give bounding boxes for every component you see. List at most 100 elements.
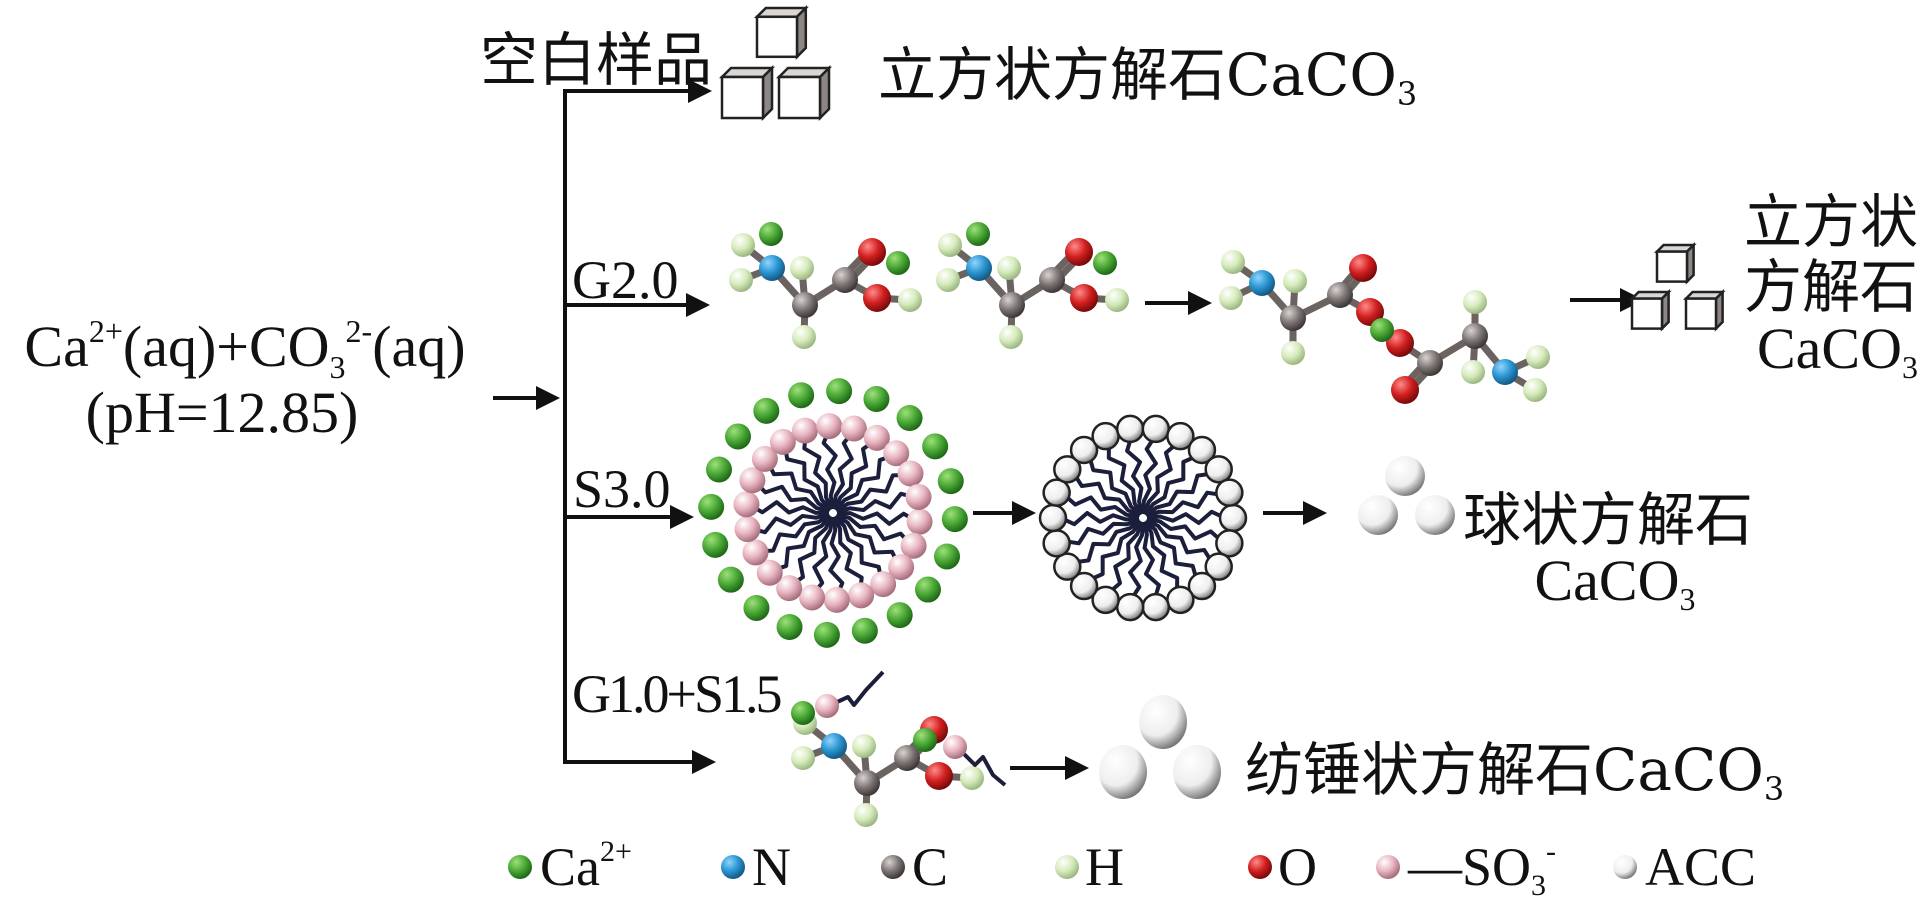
branch-label-g1s15: G1.0+S1.5: [572, 664, 780, 724]
branch-label-blank: 空白样品: [480, 26, 712, 94]
sulfonate-head: [739, 467, 766, 494]
legend-label: N: [752, 837, 791, 897]
ca-ion: [753, 397, 780, 424]
sphere: [1385, 456, 1425, 496]
ca-ion: [941, 506, 968, 533]
glycine-molecule: [936, 222, 1129, 349]
ca-ion: [851, 617, 878, 644]
surfactant-tail: [960, 750, 1007, 787]
flow-lines: [493, 79, 1644, 780]
sulfonate-head: [776, 575, 803, 602]
surfactant-tail: [1143, 454, 1198, 517]
cubic-calcite-icon: [718, 4, 833, 122]
ca-ion: [913, 728, 937, 752]
surfactant-tail: [835, 472, 908, 513]
acc-particle: [1042, 478, 1071, 507]
product-label-s3-line1: 球状方解石: [1463, 486, 1753, 554]
c-atom: [894, 745, 920, 771]
surfactant-tail: [802, 433, 834, 511]
bridged-glycine-dimer: [1219, 250, 1550, 404]
sulfonate-head: [734, 516, 761, 543]
sulfonate-head: [888, 554, 915, 581]
reactants-ph: (pH=12.85): [86, 380, 359, 445]
legend-item-h: H: [1055, 837, 1124, 897]
ca-ion: [788, 382, 815, 409]
c-atom: [832, 267, 858, 293]
surfactant-tail: [1087, 455, 1142, 517]
surfactant-tail: [1107, 521, 1144, 595]
surfactant-tail: [1125, 436, 1145, 515]
c-atom: [792, 292, 818, 318]
cube: [718, 64, 776, 122]
n-atom: [1492, 359, 1518, 385]
h-atom: [1523, 378, 1547, 402]
spindle-particle: [1099, 745, 1147, 799]
surfactant-tail: [753, 480, 830, 514]
surfactant-tail: [1146, 490, 1222, 519]
o-atom: [925, 762, 953, 790]
surfactant-tail: [1145, 471, 1213, 518]
sulfonate-head: [823, 586, 850, 613]
acc-particle: [1187, 435, 1217, 465]
legend-item-so3: —SO3-: [1376, 835, 1556, 898]
sulfonate-head: [848, 582, 875, 609]
product-label-s3-line2: CaCO3: [1535, 548, 1696, 617]
surfactant-tail: [749, 511, 830, 535]
surfactant-tail: [1073, 518, 1141, 565]
acc-particle: [1053, 455, 1082, 484]
ca-ion: [725, 423, 752, 450]
sulfonate-head: [883, 440, 910, 467]
spindle-calcite-icon: [1099, 695, 1221, 799]
acc-swatch-icon: [1613, 855, 1637, 879]
c-atom: [999, 292, 1025, 318]
sulfonate-head: [751, 445, 778, 472]
o-atom: [1386, 329, 1414, 357]
cube: [753, 4, 809, 60]
surfactant-tail: [1088, 519, 1143, 582]
ca-ion: [791, 701, 815, 725]
sulfonate-head: [943, 735, 967, 759]
sulfonate-head: [815, 694, 839, 718]
ca-ion: [914, 576, 941, 603]
legend-label: —SO3-: [1407, 835, 1556, 898]
surfactant-tail: [1128, 521, 1145, 601]
surfactant-tail: [831, 430, 855, 510]
h-atom: [790, 256, 814, 280]
surfactant-tail: [835, 513, 901, 567]
sulfonate-head: [870, 571, 897, 598]
surfactant-tail: [789, 515, 833, 588]
c-atom: [1327, 282, 1353, 308]
acc-particle: [1115, 414, 1145, 444]
legend-label: ACC: [1645, 837, 1756, 897]
surfactant-tail: [836, 491, 917, 515]
sulfonate-head: [756, 559, 783, 586]
acc-particle: [1091, 585, 1120, 615]
h-atom: [1463, 290, 1487, 314]
acc-particle: [1115, 592, 1145, 622]
ca-ion: [813, 621, 840, 648]
acc-particle: [1069, 435, 1099, 465]
surfactant-tail: [828, 516, 845, 598]
surfactant-tail: [758, 513, 831, 554]
acc-particle: [1204, 455, 1233, 484]
sulfonate-head: [799, 584, 826, 611]
h-atom: [898, 288, 922, 312]
cubic-calcite-icon-small: [1628, 241, 1726, 332]
acc-particle: [1053, 552, 1082, 581]
surfactant-tail: [1141, 435, 1158, 515]
sulfonate-head: [905, 483, 932, 510]
cube: [1628, 288, 1672, 332]
surfactant-tail: [811, 516, 835, 596]
n-atom: [1249, 270, 1275, 296]
surfactant-tail: [1146, 517, 1224, 543]
acc-particle: [1166, 421, 1195, 451]
surfactant-tail: [1144, 519, 1199, 581]
sulfonate-head: [816, 413, 843, 440]
sphere: [1415, 495, 1455, 535]
glycine-surfactant-complex: [791, 670, 1007, 827]
ca-ion: [886, 602, 913, 629]
surfactant-tail: [1142, 441, 1179, 515]
surfactant-tail: [1142, 520, 1180, 593]
acc-particle: [1042, 529, 1071, 558]
product-label-s3: 球状方解石 CaCO3: [1463, 486, 1753, 617]
